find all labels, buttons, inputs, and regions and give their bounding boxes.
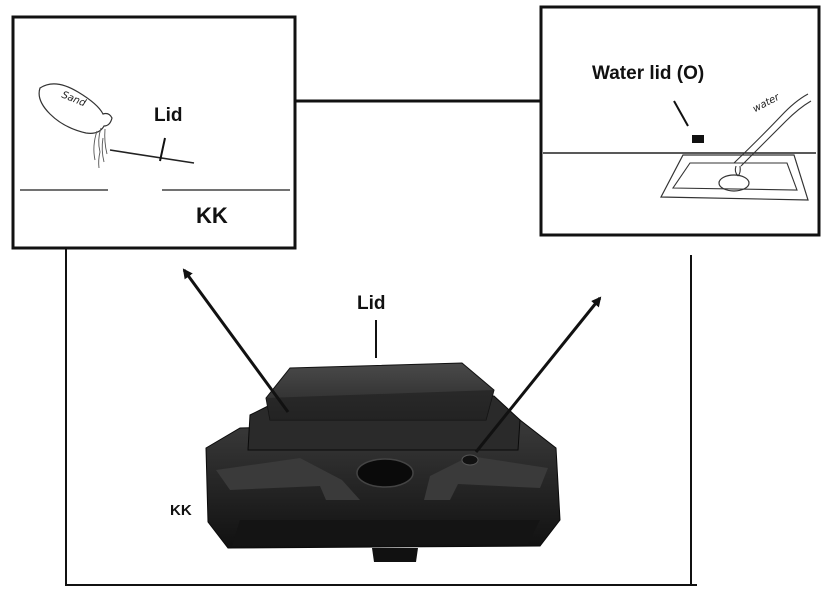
left-inset (11, 15, 297, 250)
water-lid-label: Water lid (O) (592, 63, 705, 84)
water-lid-sketch (692, 135, 704, 143)
arrow-to-left-inset (182, 268, 290, 413)
sand-stream (93, 127, 108, 169)
right-inset (539, 5, 821, 237)
water-lid-leader (673, 100, 689, 127)
photo-kk-label: KK (170, 502, 192, 519)
water-well-sketch (660, 154, 809, 201)
product-water-hole (356, 458, 414, 488)
water-hole-sketch (718, 174, 750, 192)
photo-lid-label: Lid (357, 293, 386, 314)
lid-sketch (109, 149, 195, 164)
sand-bag-sketch (38, 83, 113, 134)
product-lid (265, 362, 495, 421)
left-lid-label: Lid (154, 105, 183, 126)
arrow-to-right-inset (474, 296, 602, 453)
outer-frame (65, 248, 697, 586)
left-kk-label: KK (196, 203, 228, 228)
water-hose-sketch (733, 93, 812, 177)
lid-label-leader (159, 137, 166, 162)
product-water-lid (461, 454, 479, 466)
